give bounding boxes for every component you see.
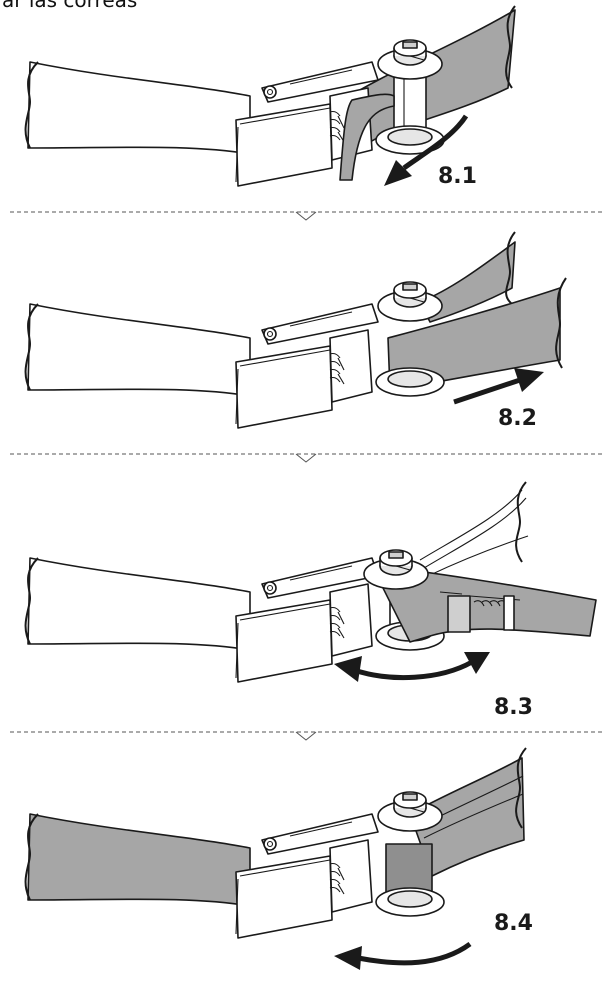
separator-notch (295, 211, 317, 221)
step-label-8-4: 8.4 (494, 911, 533, 936)
separator-notch (295, 731, 317, 741)
step-label-8-2: 8.2 (498, 406, 537, 431)
step-8-2-panel: 8.2 (24, 231, 567, 431)
left-strap (27, 557, 251, 651)
tightened-left-strap (27, 813, 251, 907)
rotate-right-arrow-icon (464, 652, 490, 674)
step-8-1-panel: 8.1 (24, 5, 516, 189)
strap-end (339, 93, 395, 181)
release-arrow-icon (334, 946, 362, 970)
rotate-arrow-icon (384, 160, 412, 186)
separator-notch (295, 453, 317, 463)
step-label-8-1: 8.1 (438, 164, 477, 189)
header-caption: ar las correas (2, 0, 138, 12)
tightened-right-strap (409, 757, 525, 877)
upper-strap (419, 241, 516, 323)
step-8-4-panel: 8.4 (24, 747, 533, 970)
left-strap (27, 61, 251, 155)
pull-arrow-icon (514, 368, 544, 392)
step-label-8-3: 8.3 (494, 695, 533, 720)
left-strap (27, 303, 251, 397)
step-8-3-panel: 8.3 (24, 481, 597, 720)
rotate-left-arrow-icon (334, 656, 362, 682)
